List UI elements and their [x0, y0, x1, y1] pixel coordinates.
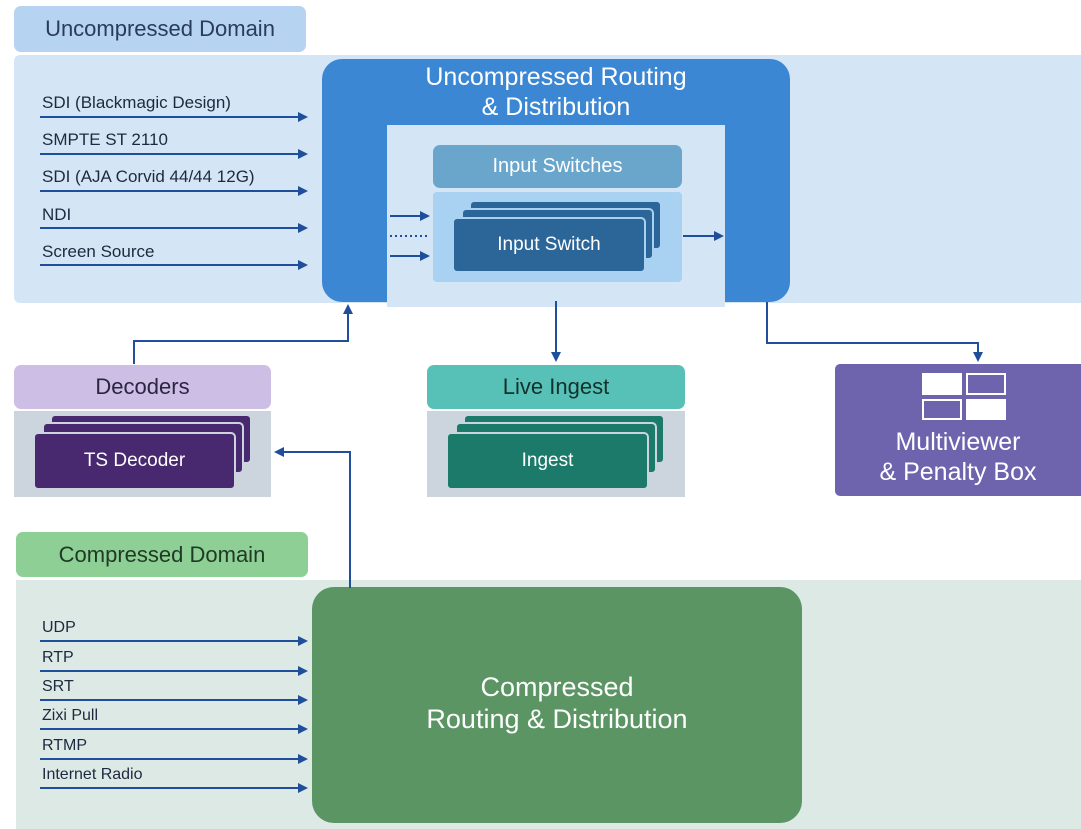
- to-multiviewer-arrow: [766, 302, 983, 362]
- multiviewer-title-line2: & Penalty Box: [879, 457, 1037, 486]
- ts-decoder-label: TS Decoder: [83, 450, 186, 471]
- input-switch-card-label: Input Switch: [497, 234, 601, 255]
- live-ingest-label: Live Ingest: [502, 374, 610, 399]
- decoders-label: Decoders: [95, 374, 190, 399]
- multiviewer-icon: [922, 373, 1008, 421]
- compressed-router-title-line2: Routing & Distribution: [426, 703, 688, 734]
- compressed-to-decoders-arrow: [274, 447, 351, 588]
- decoders-to-router-arrow: [133, 304, 353, 364]
- uncompressed-router-title-line2: & Distribution: [481, 92, 631, 121]
- compressed-router-title: Compressed Routing & Distribution: [312, 672, 802, 736]
- compressed-router-title-line1: Compressed: [480, 672, 634, 702]
- multiviewer-title: Multiviewer & Penalty Box: [835, 428, 1081, 487]
- compressed-input-label: SRT: [42, 678, 74, 695]
- ts-decoder-card: TS Decoder: [33, 432, 236, 490]
- compressed-router: [312, 587, 802, 823]
- compressed-input-label: RTP: [42, 649, 74, 666]
- uncompressed-domain-label: Uncompressed Domain: [45, 16, 275, 41]
- uncompressed-domain-tag: Uncompressed Domain: [14, 6, 306, 52]
- input-switches-label: Input Switches: [492, 155, 623, 177]
- ingest-card: Ingest: [446, 432, 649, 490]
- compressed-domain-label: Compressed Domain: [58, 541, 266, 567]
- compressed-input-label: UDP: [42, 619, 76, 636]
- input-switch-card: Input Switch: [452, 217, 646, 273]
- uncompressed-router-title: Uncompressed Routing & Distribution: [322, 63, 790, 122]
- ingest-label: Ingest: [521, 450, 574, 471]
- uncompressed-input-label: SMPTE ST 2110: [42, 130, 168, 149]
- compressed-input-label: RTMP: [42, 737, 88, 754]
- uncompressed-input-label: Screen Source: [42, 242, 155, 261]
- compressed-input-label: Zixi Pull: [42, 707, 99, 724]
- live-ingest-tag: Live Ingest: [427, 365, 685, 409]
- compressed-input-label: Internet Radio: [42, 766, 143, 783]
- uncompressed-input-label: SDI (Blackmagic Design): [42, 93, 231, 112]
- uncompressed-input-label: NDI: [42, 205, 72, 224]
- decoders-tag: Decoders: [14, 365, 271, 409]
- compressed-domain-tag: Compressed Domain: [16, 532, 308, 577]
- input-switches-tag: Input Switches: [433, 145, 682, 188]
- uncompressed-input-label: SDI (AJA Corvid 44/44 12G): [42, 167, 255, 186]
- uncompressed-router-title-line1: Uncompressed Routing: [425, 63, 687, 91]
- multiviewer-title-line1: Multiviewer: [895, 428, 1021, 456]
